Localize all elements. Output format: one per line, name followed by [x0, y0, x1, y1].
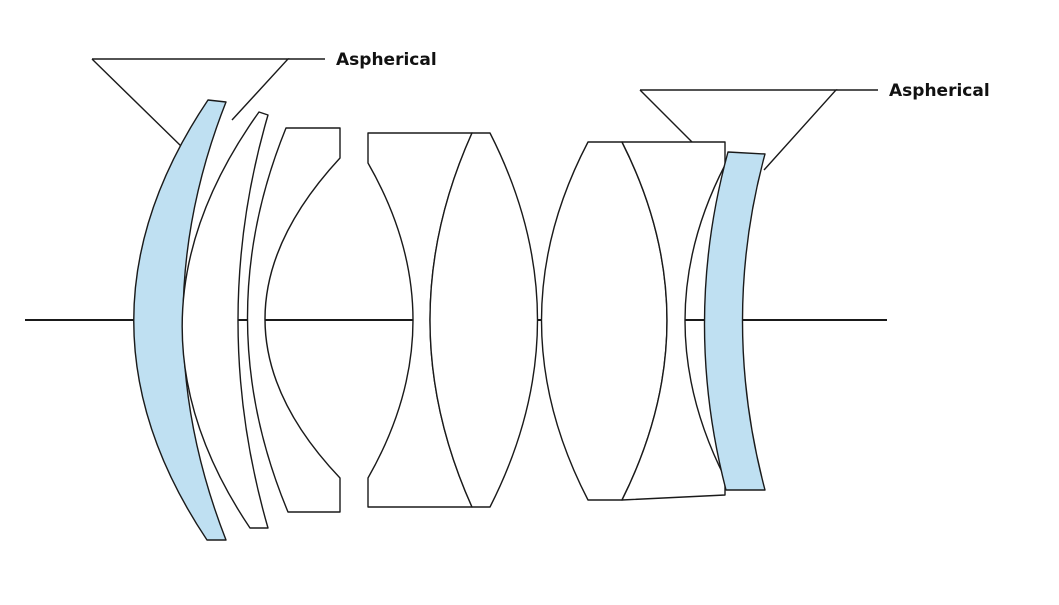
lens-element-3 [246, 127, 341, 513]
lens-element-2 [181, 111, 269, 529]
front-aspherical-label: Aspherical [336, 50, 437, 70]
front-aspherical-callout: Aspherical [91, 50, 437, 149]
rear-aspherical-label: Aspherical [889, 81, 990, 101]
callout-pointer-triangle [640, 89, 838, 171]
lens-element-8-aspherical [703, 151, 766, 491]
lens-element-5 [429, 132, 539, 508]
lens-element-1-aspherical [133, 99, 227, 541]
callout-pointer-triangle [92, 58, 290, 121]
callout-pointer-edge [91, 58, 184, 149]
